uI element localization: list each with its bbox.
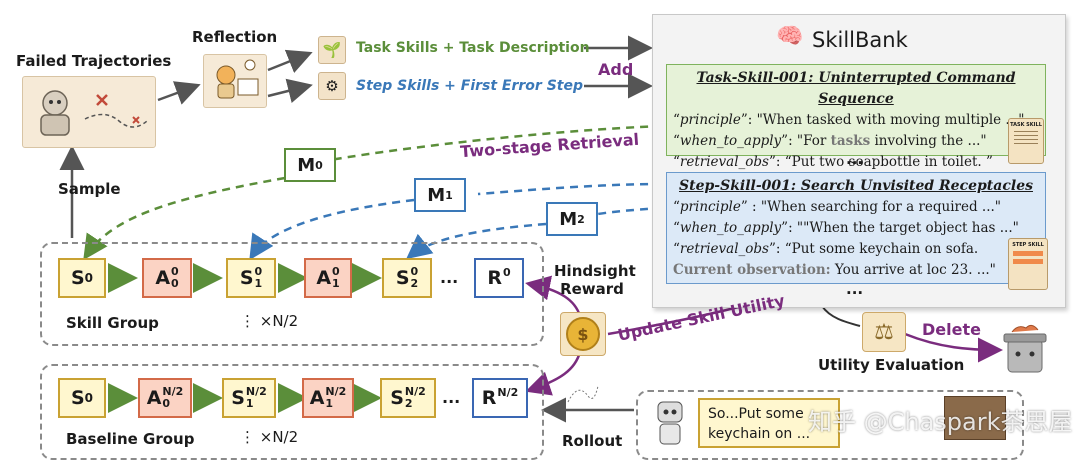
baseline-group-box: [40, 364, 544, 460]
step-skills-label: Step Skills + First Error Step: [356, 78, 583, 94]
skill-group-box: [40, 242, 544, 346]
failed-trajectories-title: Failed Trajectories: [16, 52, 172, 70]
sprout-icon: 🌱: [318, 36, 346, 64]
step-skill-title: Step-Skill-001: Search Unvisited Recepta…: [679, 178, 1033, 194]
broken-robot-icon: [40, 90, 148, 136]
step-skill-principle: “principle” : "When searching for a requ…: [673, 199, 1002, 215]
step-skill-obs: “retrieval_obs”: “Put some keychain on s…: [673, 241, 979, 257]
scale-icon: ⚖: [862, 312, 906, 352]
thinking-robot-icon: [216, 59, 259, 99]
task-skill-scroll: TASK SKILL: [1008, 118, 1044, 164]
bank-ellipsis-2: ...: [846, 280, 864, 298]
skillbank-title: SkillBank: [812, 28, 908, 52]
retrieval-line-m2-top: [597, 206, 663, 216]
environment-box: [636, 390, 1024, 460]
arrow-failed-to-reflection: [157, 81, 201, 105]
arrow-reward-to-baseline: [525, 351, 582, 396]
step-skill-when: “when_to_apply”: ""When the target objec…: [673, 220, 1019, 236]
arrow-reward-to-skill: [525, 275, 582, 317]
task-skill-principle: “principle”: "When tasked with moving mu…: [673, 112, 1025, 128]
arrow-to-step-skills: [267, 78, 313, 103]
task-skills-label: Task Skills + Task Description: [356, 40, 590, 56]
failed-trajectories-image: [22, 76, 156, 148]
robot-agent-icon: [650, 396, 690, 450]
baseline-ellipsis: ...: [442, 388, 461, 407]
bank-ellipsis-1: ...: [846, 150, 864, 168]
add-label: Add: [598, 60, 634, 79]
arrow-to-task-skills: [267, 49, 313, 74]
gears-icon: ⚙: [318, 72, 346, 100]
utility-evaluation-label: Utility Evaluation: [818, 356, 965, 374]
task-skill-obs: “retrieval_obs”: “Put two soapbottle in …: [673, 154, 993, 170]
retrieval-line-m0-top: [329, 124, 663, 162]
task-skill-title: Task-Skill-001: Uninterrupted Command Se…: [696, 70, 1016, 107]
coin-icon: $: [560, 312, 606, 356]
brain-icon: 🧠: [776, 24, 804, 49]
sample-label: Sample: [58, 180, 121, 198]
skill-group-label: Skill Group: [66, 314, 159, 332]
watermark: 知乎 @Chaspark茶思屋: [808, 408, 1073, 436]
retrieval-line-m1: [249, 198, 415, 261]
step-skill-scroll: STEP SKILL: [1008, 238, 1048, 290]
trash-bin-icon: [1000, 322, 1050, 376]
retrieval-line-m2: [406, 222, 547, 260]
skill-group-repeat: ⋮ ×N/2: [240, 312, 299, 330]
baseline-group-label: Baseline Group: [66, 430, 195, 448]
retrieval-line-m1-top: [477, 182, 663, 196]
step-skill-card: Step-Skill-001: Search Unvisited Recepta…: [666, 172, 1046, 284]
reflection-title: Reflection: [192, 28, 278, 46]
step-skill-current: Current observation: You arrive at loc 2…: [673, 262, 996, 278]
task-skill-card: Task-Skill-001: Uninterrupted Command Se…: [666, 64, 1046, 170]
skill-ellipsis: ...: [440, 268, 459, 287]
room-scene-image: [944, 396, 1006, 440]
rollout-label: Rollout: [562, 432, 623, 450]
baseline-group-repeat: ⋮ ×N/2: [240, 428, 299, 446]
delete-label: Delete: [922, 320, 981, 339]
reflection-image: [203, 54, 267, 108]
trajectory-icon: [566, 382, 600, 406]
arrow-delete: [904, 332, 1003, 363]
task-skill-when: “when_to_apply”: "For tasks involving th…: [673, 133, 987, 149]
